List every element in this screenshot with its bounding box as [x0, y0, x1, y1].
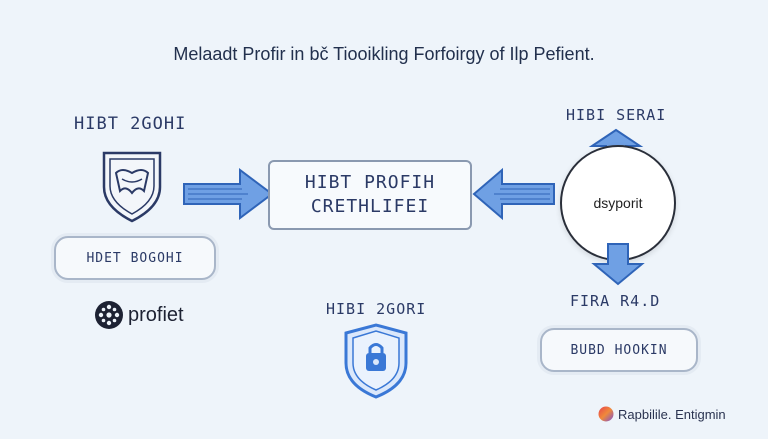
left-pill-label: HDET BOGOHI — [86, 250, 184, 266]
shield-lock-icon — [344, 323, 408, 399]
arrow-left-icon — [472, 167, 555, 221]
footer-brand: Rapbilile. Entigmin — [598, 406, 726, 422]
brand-logo: profiet — [94, 300, 184, 330]
dot-grid-logo-icon — [95, 301, 123, 329]
arrow-down-icon — [591, 243, 645, 286]
center-circle-node[interactable]: dsyporit — [560, 145, 676, 261]
page-title: Melaadt Profir in bč Tiooikling Forfoirg… — [173, 44, 595, 64]
center-box[interactable]: HIBT PROFIH CRETHLIFEI — [268, 160, 472, 230]
bottom-center-label: HIBI 2GORI — [326, 300, 427, 318]
gradient-logo-icon — [598, 406, 614, 422]
center-line2: CRETHLIFEI — [310, 196, 430, 217]
center-line1: HIBT PROFIH — [304, 172, 436, 193]
footer-text: Rapbilile. Entigmin — [618, 406, 726, 422]
left-pill[interactable]: HDET BOGOHI — [54, 236, 216, 280]
shield-outline-icon — [102, 151, 162, 223]
left-top-label: HIBT 2GOHI — [74, 114, 187, 134]
arrow-right-icon — [183, 168, 274, 220]
circle-label: dsyporit — [593, 195, 643, 211]
right-pill[interactable]: BUBD HOOKIN — [540, 328, 698, 372]
right-pill-label: BUBD HOOKIN — [570, 342, 668, 358]
right-top-label: HIBI SERAI — [566, 106, 667, 124]
brand-name: profiet — [128, 303, 184, 326]
right-bottom-label: FIRA R4.D — [570, 292, 661, 310]
